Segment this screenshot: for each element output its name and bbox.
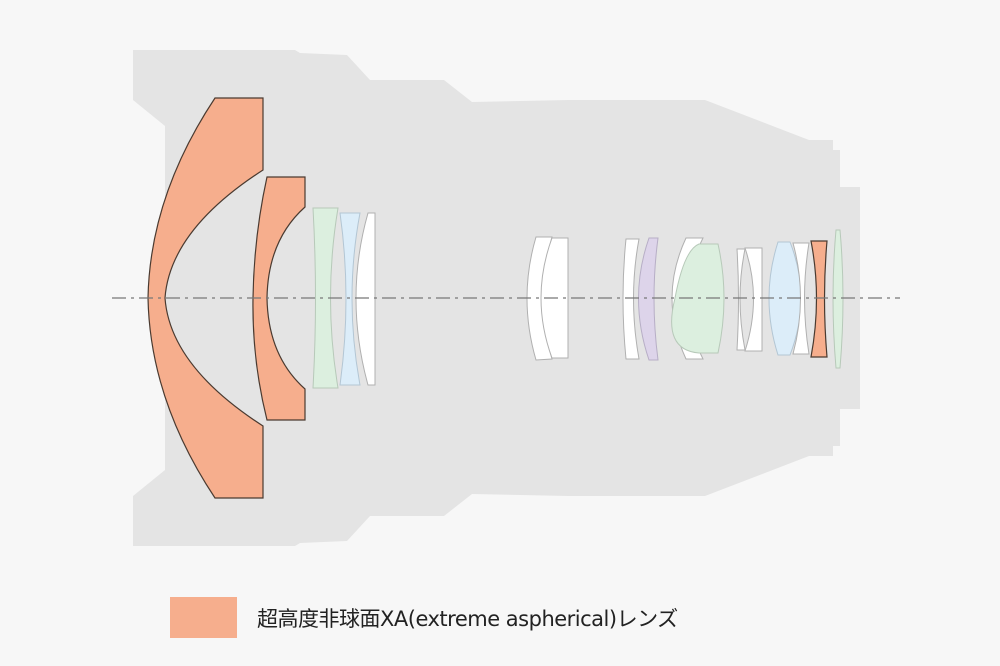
- xa-lens-2: [252, 176, 306, 421]
- green-lens-3: [832, 229, 844, 369]
- white-lens-7: [744, 247, 763, 352]
- xa-lens-3: [810, 240, 828, 358]
- legend: 超高度非球面XA(extreme aspherical)レンズ: [170, 597, 678, 638]
- xa-lens-1: [147, 97, 264, 499]
- green-lens-1: [312, 207, 339, 389]
- white-lens-4: [622, 238, 640, 360]
- white-lens-1: [355, 212, 376, 386]
- green-lens-2: [671, 243, 725, 354]
- purple-lens: [638, 237, 659, 361]
- legend-swatch-xa: [170, 597, 237, 638]
- legend-label: 超高度非球面XA(extreme aspherical)レンズ: [257, 606, 678, 631]
- blue-lens-1: [339, 212, 361, 386]
